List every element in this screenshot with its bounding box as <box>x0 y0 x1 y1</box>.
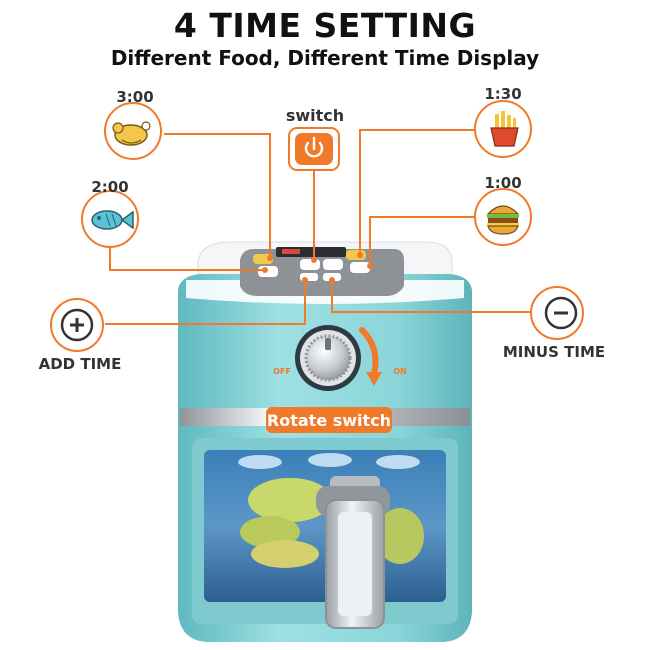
food-in-basket <box>240 478 424 568</box>
control-panel <box>240 247 404 296</box>
knob-off-label: OFF <box>273 367 291 376</box>
rotate-switch-banner <box>266 407 392 433</box>
line-add <box>105 280 306 325</box>
preset-2-00[interactable] <box>81 190 139 248</box>
callout-lines <box>105 129 530 325</box>
switch-button[interactable] <box>288 127 340 171</box>
minus-time-button[interactable] <box>530 286 584 340</box>
line-1-30 <box>359 129 474 255</box>
add-time-button[interactable] <box>50 298 104 352</box>
line-minus <box>331 280 530 313</box>
minus-time-label: MINUS TIME <box>503 343 605 361</box>
fries-icon <box>490 111 519 147</box>
air-fryer <box>178 241 472 642</box>
knob-on-label: ON <box>393 367 407 376</box>
burger-icon <box>486 205 520 235</box>
power-icon <box>304 136 324 158</box>
preset-3-00-time: 3:00 <box>116 88 153 106</box>
preset-1-30[interactable] <box>474 100 532 158</box>
page-subtitle: Different Food, Different Time Display <box>110 46 540 70</box>
preset-3-00[interactable] <box>104 102 162 160</box>
preset-1-00[interactable] <box>474 188 532 246</box>
add-time-label: ADD TIME <box>39 355 122 373</box>
rotate-knob[interactable] <box>295 325 382 391</box>
line-1-00 <box>369 216 474 266</box>
preset-2-00-time: 2:00 <box>91 178 128 196</box>
fish-icon <box>91 210 134 230</box>
switch-label: switch <box>286 106 344 125</box>
rotate-switch-label: Rotate switch <box>267 411 391 430</box>
plus-icon <box>70 318 84 332</box>
basket-handle[interactable] <box>316 476 390 629</box>
page-title: 4 TIME SETTING <box>173 6 477 45</box>
preset-1-00-time: 1:00 <box>484 174 521 192</box>
line-3-00 <box>164 133 271 258</box>
chicken-icon <box>112 121 151 146</box>
preset-1-30-time: 1:30 <box>484 85 521 103</box>
